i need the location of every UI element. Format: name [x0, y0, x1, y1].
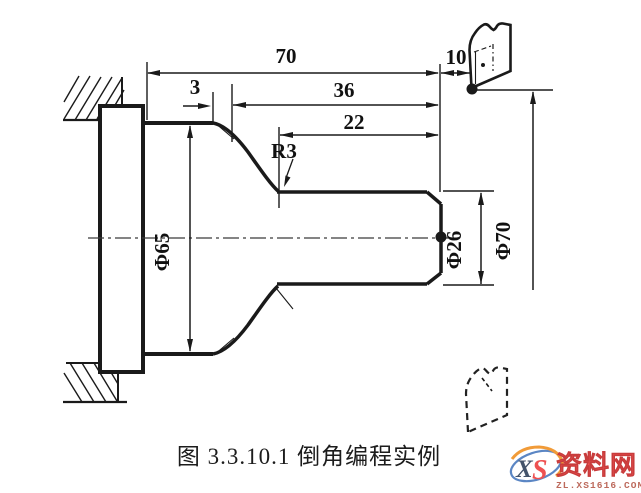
watermark-site-url: ZL.XS1616.COM: [556, 480, 641, 491]
dim-label-dia65: Φ65: [150, 233, 174, 271]
dimension-dia26: Φ26: [442, 190, 494, 286]
watermark: X S 资料网 ZL.XS1616.COM: [509, 445, 641, 491]
dimension-10: 10: [441, 45, 470, 76]
watermark-swoosh: [510, 445, 564, 478]
dim-label-r3: R3: [271, 139, 297, 163]
chuck-jaw-bottom: [63, 362, 127, 404]
watermark-logo-s: S: [532, 455, 548, 486]
workpiece-outline: [98, 104, 443, 374]
callout-r3: R3: [271, 139, 297, 187]
dimension-3: 3: [183, 75, 214, 124]
bar-stock-flange: [98, 104, 145, 374]
figure-caption: 图 3.3.10.1 倒角编程实例: [177, 444, 441, 469]
dimension-dia70: Φ70: [477, 89, 553, 290]
watermark-site-name: 资料网: [556, 450, 637, 480]
dimension-22: 22: [278, 110, 439, 208]
dim-label-70: 70: [276, 44, 297, 68]
end-face-point: [435, 231, 447, 243]
cutting-tool: [466, 22, 512, 95]
dimension-36: 36: [231, 78, 439, 142]
taper-bottom: [212, 284, 280, 356]
dim-label-22: 22: [344, 110, 365, 134]
dim-label-36: 36: [334, 78, 355, 102]
dimension-dia65: Φ65: [150, 125, 193, 352]
end-chamfer-bottom: [425, 271, 443, 286]
dim-label-dia70: Φ70: [491, 222, 515, 260]
watermark-logo-x: X: [515, 456, 534, 483]
taper-top: [212, 121, 280, 193]
tool-tip-point: [466, 83, 478, 95]
ghost-tool: [464, 366, 509, 434]
end-chamfer-top: [425, 190, 443, 206]
dimension-70: 70: [146, 44, 441, 192]
dim-label-10: 10: [446, 45, 467, 69]
dim-label-3: 3: [190, 75, 201, 99]
hatching-bottom: [63, 362, 119, 403]
